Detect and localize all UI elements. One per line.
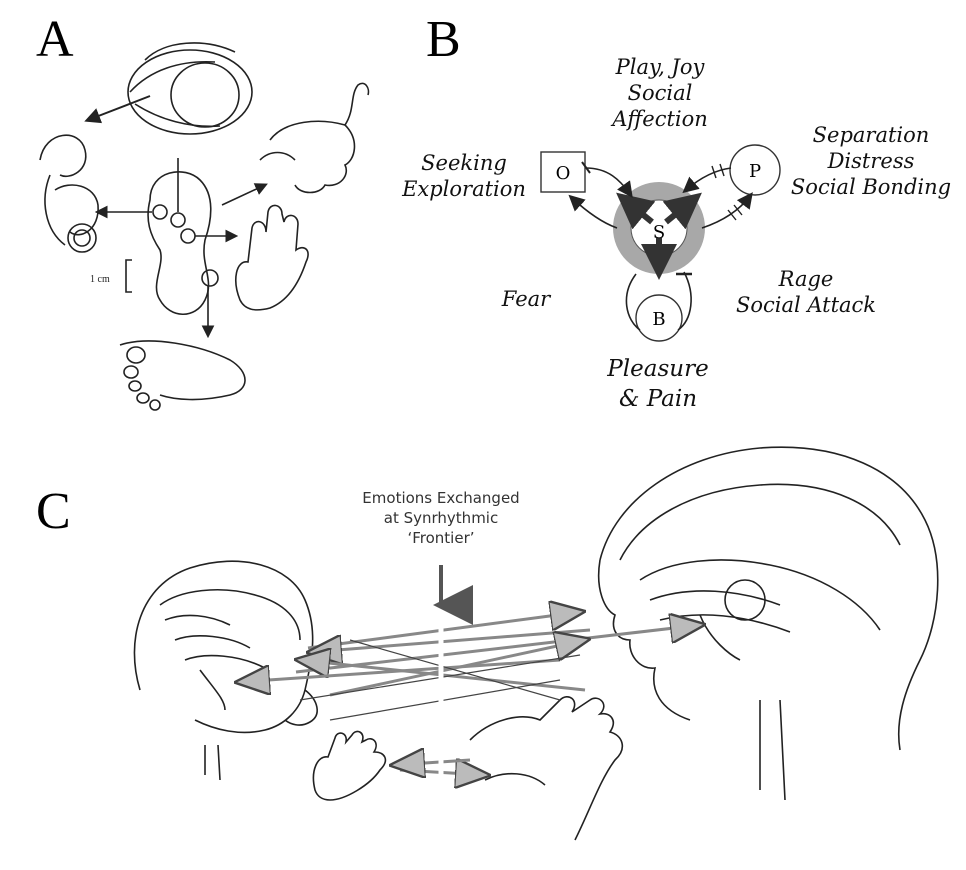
mother-head-drawing: [599, 447, 938, 800]
infant-head-drawing: [134, 561, 317, 780]
mother-hand-drawing: [470, 697, 622, 840]
frontier-caption: Emotions Exchanged at Synrhythmic ‘Front…: [326, 488, 556, 548]
infant-hand-drawing: [313, 731, 385, 800]
